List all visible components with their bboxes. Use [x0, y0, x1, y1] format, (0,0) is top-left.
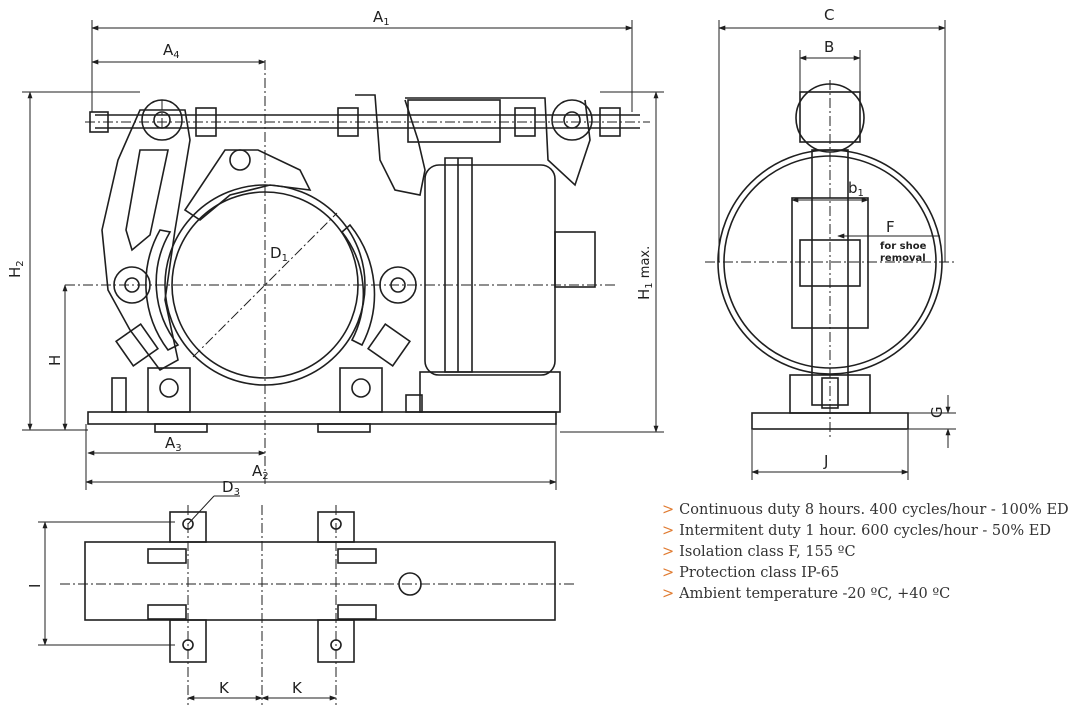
dim-h2-sub: 2	[15, 260, 26, 266]
dim-label-c: C	[824, 6, 834, 24]
side-base-foot-right	[317, 423, 371, 433]
left-brake-arm	[101, 109, 191, 372]
dim-label-k-left: K	[219, 679, 230, 697]
spec-item: >Ambient temperature -20 ºC, +40 ºC	[662, 584, 1069, 605]
dim-h2-main: H	[6, 267, 24, 278]
dim-a1-sub: 1	[383, 17, 389, 28]
dim-label-g: G	[928, 406, 946, 418]
spec-item: >Continuous duty 8 hours. 400 cycles/hou…	[662, 500, 1069, 521]
thruster-base	[419, 371, 561, 413]
dim-label-h1max: H1 max.	[635, 246, 655, 300]
dim-label-i: I	[26, 584, 44, 588]
spring-housing	[407, 99, 501, 143]
spec-item: >Isolation class F, 155 ºC	[662, 542, 1069, 563]
right-arm-pivot-top	[551, 99, 593, 141]
thruster-terminal-box	[554, 231, 596, 288]
dim-d3-main: D	[222, 478, 234, 496]
dim-b1-sub: 1	[858, 188, 864, 199]
plan-center-lines	[60, 505, 575, 705]
dim-d1-sub: 1	[282, 253, 288, 264]
dim-a3-main: A	[165, 434, 176, 452]
spec-marker: >	[662, 544, 675, 560]
dim-label-a2: A2	[252, 462, 269, 482]
dim-a3-sub: 3	[175, 443, 181, 454]
top-link	[183, 149, 312, 221]
side-dimension-lines	[22, 20, 664, 490]
plan-base-plate	[84, 541, 556, 621]
left-bottom-bracket	[147, 367, 191, 413]
front-dimension-lines	[718, 20, 956, 480]
dim-label-a1: A1	[373, 8, 390, 28]
dim-label-k-right: K	[292, 679, 303, 697]
spec-continuous-duty: Continuous duty 8 hours. 400 cycles/hour…	[679, 502, 1069, 518]
dim-d3-sub: 3	[234, 487, 240, 498]
side-base-plate	[87, 411, 557, 425]
dim-a4-sub: 4	[173, 50, 179, 61]
front-center-lines	[705, 80, 955, 440]
side-center-lines	[65, 60, 650, 485]
dim-h-main: H	[46, 355, 64, 366]
spec-list: >Continuous duty 8 hours. 400 cycles/hou…	[662, 500, 1069, 605]
spec-marker: >	[662, 502, 675, 518]
dim-h1-main: H	[635, 289, 653, 300]
spec-protection-class: Protection class IP-65	[679, 565, 840, 581]
right-bolt	[405, 394, 423, 413]
side-view	[87, 94, 640, 433]
plan-dimension-lines	[38, 495, 337, 701]
left-spring-bolt	[111, 377, 127, 413]
dim-label-d3: D3	[222, 478, 240, 498]
spec-item: >Protection class IP-65	[662, 563, 1069, 584]
d1-diameter-line	[192, 212, 338, 358]
dim-h1-sub: 1	[644, 282, 655, 288]
dim-a4-main: A	[163, 41, 174, 59]
spec-marker: >	[662, 523, 675, 539]
dim-label-f: F	[886, 218, 895, 236]
dim-label-d1: D1	[270, 244, 288, 264]
dim-a2-main: A	[252, 462, 263, 480]
plan-slot-tl	[147, 548, 187, 564]
dim-b1-main: b	[848, 179, 858, 197]
left-arm-slot	[125, 149, 169, 252]
shoe-removal-note-line1: for shoe	[880, 241, 927, 252]
dim-label-a4: A4	[163, 41, 180, 61]
left-bracket-hole	[159, 378, 179, 398]
top-link-pin	[229, 149, 251, 171]
right-bottom-bracket	[339, 367, 383, 413]
spec-intermittent-duty: Intermitent duty 1 hour. 600 cycles/hour…	[679, 523, 1051, 539]
side-base-foot-left	[154, 423, 208, 433]
dim-label-b: B	[824, 38, 834, 56]
right-brake-arm	[355, 94, 426, 196]
plan-slot-tr	[337, 548, 377, 564]
dim-h1-suffix: max.	[638, 246, 653, 283]
right-adjuster	[366, 322, 412, 368]
dim-label-j: J	[823, 452, 828, 470]
dim-label-h: H	[46, 355, 64, 366]
spec-marker: >	[662, 565, 675, 581]
left-brake-shoe	[145, 229, 180, 352]
spec-marker: >	[662, 586, 675, 602]
spec-isolation-class: Isolation class F, 155 ºC	[679, 544, 856, 560]
dim-a2-sub: 2	[262, 471, 268, 482]
plan-slot-bl	[147, 604, 187, 620]
spec-item: >Intermitent duty 1 hour. 600 cycles/hou…	[662, 521, 1069, 542]
dim-a1-main: A	[373, 8, 384, 26]
shoe-removal-note-line2: removal	[880, 253, 926, 264]
dim-label-a3: A3	[165, 434, 182, 454]
dim-label-b1: b1	[848, 179, 864, 199]
right-brake-shoe	[340, 223, 376, 347]
spec-ambient-temperature: Ambient temperature -20 ºC, +40 ºC	[679, 586, 951, 602]
right-bracket-hole	[351, 378, 371, 398]
thruster-upper-frame	[405, 97, 591, 187]
plan-view	[84, 511, 556, 663]
right-arm-pivot-top-hole	[563, 111, 581, 129]
left-adjuster	[114, 322, 160, 368]
plan-slot-br	[337, 604, 377, 620]
dim-label-h2: H2	[6, 260, 26, 278]
dim-d1-main: D	[270, 244, 282, 262]
